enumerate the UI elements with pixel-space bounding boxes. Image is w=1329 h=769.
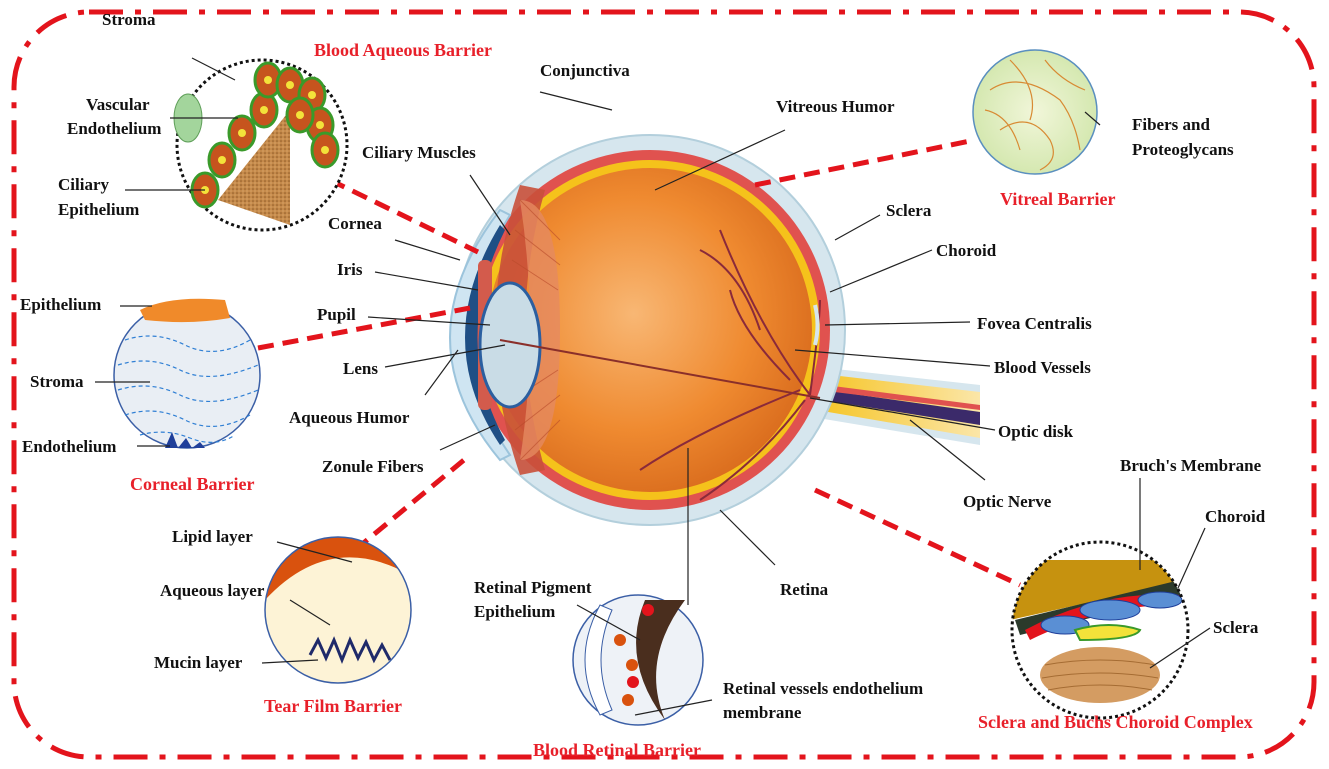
- label-optic-nerve: Optic Nerve: [963, 492, 1052, 511]
- label-aqueous-layer: Aqueous layer: [160, 581, 265, 600]
- label-retinal-vessels-2: membrane: [723, 703, 802, 722]
- label-zonule-fibers: Zonule Fibers: [322, 457, 424, 476]
- barrier-blood-aqueous: Blood Aqueous Barrier: [314, 40, 492, 60]
- label-rpe-1: Retinal Pigment: [474, 578, 592, 597]
- eyeball: [450, 135, 980, 525]
- vitreal-inset: [973, 50, 1097, 174]
- label-choroid-inset: Choroid: [1205, 507, 1266, 526]
- label-fibers-2: Proteoglycans: [1132, 140, 1234, 159]
- label-mucin-layer: Mucin layer: [154, 653, 243, 672]
- label-retinal-vessels-1: Retinal vessels endothelium: [723, 679, 923, 698]
- label-fovea-centralis: Fovea Centralis: [977, 314, 1092, 333]
- label-epithelium-corneal: Epithelium: [20, 295, 101, 314]
- label-lipid-layer: Lipid layer: [172, 527, 253, 546]
- label-conjunctiva: Conjunctiva: [540, 61, 630, 80]
- label-fibers-1: Fibers and: [1132, 115, 1210, 134]
- label-vitreous-humor: Vitreous Humor: [776, 97, 895, 116]
- tear-film-inset: [260, 520, 420, 690]
- label-sclera-inset: Sclera: [1213, 618, 1259, 637]
- label-rpe-2: Epithelium: [474, 602, 555, 621]
- barrier-vitreal: Vitreal Barrier: [1000, 189, 1115, 209]
- label-ciliary-muscles: Ciliary Muscles: [362, 143, 476, 162]
- label-vascular-2: Endothelium: [67, 119, 161, 138]
- label-pupil: Pupil: [317, 305, 356, 324]
- corneal-inset: [114, 299, 260, 448]
- label-endothelium-corneal: Endothelium: [22, 437, 116, 456]
- label-bruchs-membrane: Bruch's Membrane: [1120, 456, 1262, 475]
- blood-aqueous-inset: [174, 60, 347, 230]
- label-retina: Retina: [780, 580, 829, 599]
- label-blood-vessels: Blood Vessels: [994, 358, 1091, 377]
- barrier-corneal: Corneal Barrier: [130, 474, 254, 494]
- label-optic-disk: Optic disk: [998, 422, 1074, 441]
- label-choroid-right: Choroid: [936, 241, 997, 260]
- label-sclera-right: Sclera: [886, 201, 932, 220]
- label-iris: Iris: [337, 260, 363, 279]
- label-stroma-corneal: Stroma: [30, 372, 84, 391]
- barrier-sclera-choroid: Sclera and Buchs Choroid Complex: [978, 712, 1253, 732]
- barrier-blood-retinal: Blood Retinal Barrier: [533, 740, 701, 760]
- label-ciliary-epi-2: Epithelium: [58, 200, 139, 219]
- sclera-choroid-inset: [1000, 530, 1200, 730]
- label-lens: Lens: [343, 359, 378, 378]
- label-aqueous-humor: Aqueous Humor: [289, 408, 410, 427]
- label-ciliary-epi-1: Ciliary: [58, 175, 109, 194]
- barrier-tear-film: Tear Film Barrier: [264, 696, 402, 716]
- label-vascular-1: Vascular: [86, 95, 150, 114]
- label-stroma-top: Stroma: [102, 10, 156, 29]
- label-cornea: Cornea: [328, 214, 382, 233]
